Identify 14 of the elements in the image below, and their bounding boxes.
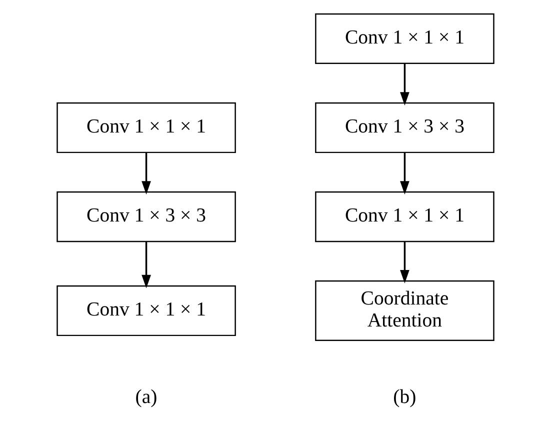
- arrow: [141, 152, 150, 194]
- node-box: Conv 1 × 1 × 1: [56, 102, 236, 153]
- node-box: Coordinate Attention: [314, 280, 494, 340]
- node-box: Conv 1 × 3 × 3: [314, 102, 494, 153]
- node-box: Conv 1 × 3 × 3: [56, 190, 236, 242]
- label: (a): [134, 386, 157, 408]
- node-box: Conv 1 × 1 × 1: [56, 284, 236, 336]
- arrow: [400, 63, 409, 105]
- node-box: Conv 1 × 1 × 1: [314, 190, 494, 242]
- arrow: [141, 241, 150, 288]
- arrow: [400, 152, 409, 194]
- label: (b): [392, 386, 416, 408]
- arrow: [400, 241, 409, 283]
- node-box: Conv 1 × 1 × 1: [314, 12, 494, 64]
